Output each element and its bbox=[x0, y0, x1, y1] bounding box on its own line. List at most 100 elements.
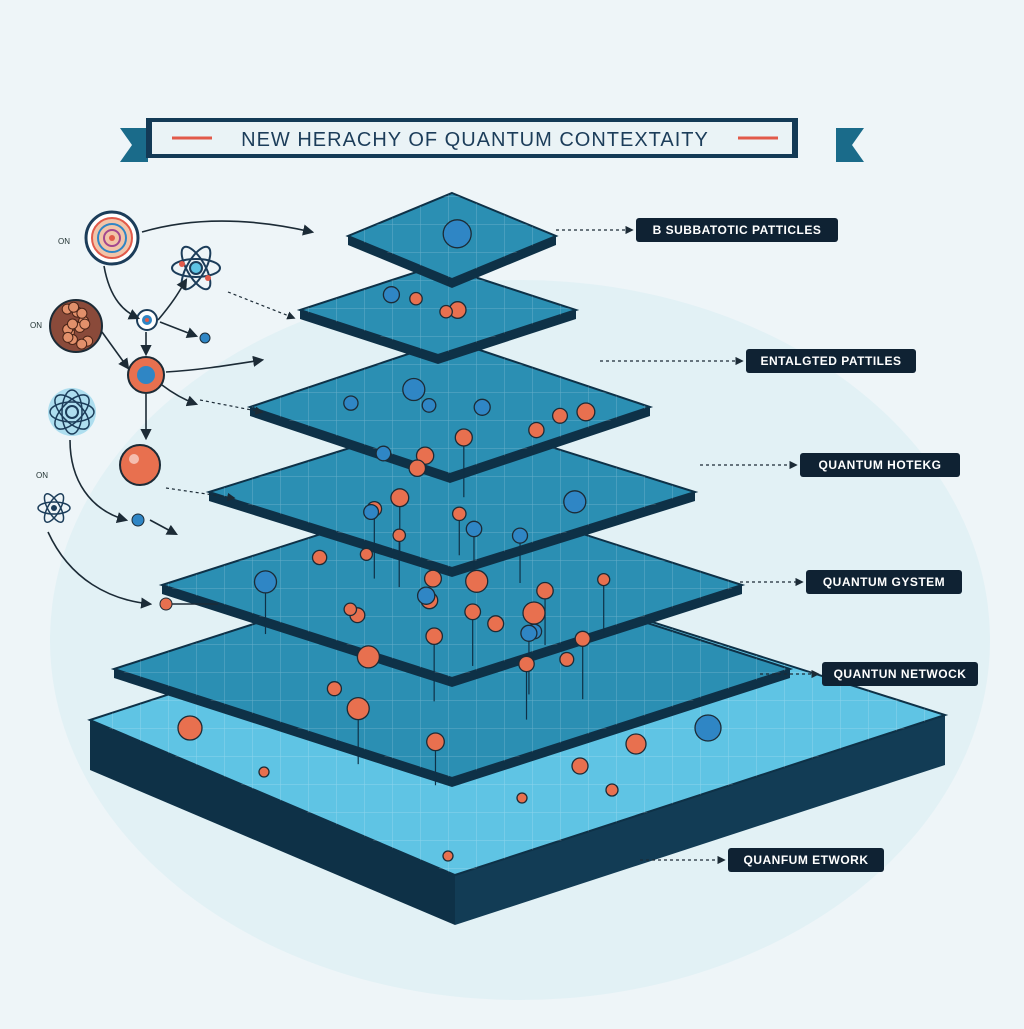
particle bbox=[465, 569, 489, 593]
large-particle-icon bbox=[119, 444, 161, 486]
dashed-pointer bbox=[199, 399, 264, 415]
particle bbox=[465, 520, 483, 538]
layer-label-text: QUANTUM GYSTEM bbox=[823, 575, 945, 589]
flow-arrow bbox=[103, 265, 141, 320]
layer-plate-grid bbox=[209, 416, 695, 568]
particle bbox=[520, 624, 538, 642]
particle bbox=[326, 681, 343, 697]
particle bbox=[343, 395, 359, 411]
particle bbox=[408, 459, 427, 478]
particle bbox=[382, 286, 401, 304]
banner-inner bbox=[152, 122, 792, 154]
small-dot-icon bbox=[131, 513, 145, 527]
particle bbox=[346, 696, 370, 721]
layer-label-text: B SUBBATOTIC PATTICLES bbox=[653, 223, 822, 237]
layer-label-text: QUANTUN NETWOCK bbox=[834, 667, 967, 681]
title-banner: NEW HERACHY OF QUANTUM CONTEXTAITY bbox=[120, 118, 864, 162]
particle bbox=[439, 304, 453, 319]
layer-label-text: ENTALGTED PATTILES bbox=[761, 354, 902, 368]
left-side-illustrations: ON ON ON bbox=[30, 210, 315, 611]
side-mark: ON bbox=[58, 237, 70, 246]
particle bbox=[522, 601, 546, 625]
layer-plate-grid bbox=[250, 340, 650, 474]
particle bbox=[511, 527, 529, 544]
particle bbox=[487, 615, 505, 633]
particle bbox=[563, 490, 587, 514]
layer-label-box bbox=[800, 453, 960, 477]
layer-labels: B SUBBATOTIC PATTICLES ENTALGTED PATTILES… bbox=[556, 218, 978, 872]
layer-label-box bbox=[746, 349, 916, 373]
dashed-pointer bbox=[227, 291, 296, 320]
small-dot-icon bbox=[199, 332, 211, 344]
particle bbox=[253, 570, 278, 594]
diagram-title: NEW HERACHY OF QUANTUM CONTEXTAITY bbox=[241, 129, 709, 151]
particle bbox=[516, 792, 528, 804]
particle bbox=[421, 397, 437, 413]
layer-plate bbox=[158, 490, 746, 687]
atom-icon bbox=[171, 245, 221, 291]
particle bbox=[402, 377, 426, 402]
particle bbox=[356, 645, 381, 669]
layer-stack bbox=[110, 191, 794, 787]
particle bbox=[571, 757, 589, 775]
particle bbox=[551, 407, 569, 424]
layer-label-box bbox=[728, 848, 884, 872]
base-slab-left-face bbox=[90, 720, 455, 925]
base-slab-right-face bbox=[455, 715, 945, 925]
particle bbox=[454, 428, 473, 447]
particle bbox=[473, 398, 491, 416]
layer-plate-edge bbox=[348, 236, 556, 288]
flow-arrow bbox=[47, 531, 153, 609]
layer-plate-grid bbox=[300, 265, 576, 355]
particle bbox=[409, 291, 423, 306]
flow-arrow bbox=[157, 278, 188, 321]
particle bbox=[363, 503, 380, 521]
particle bbox=[597, 572, 611, 587]
layer-label-box bbox=[806, 570, 962, 594]
layer-plate bbox=[246, 338, 654, 483]
particle bbox=[311, 549, 328, 566]
particle bbox=[258, 766, 270, 778]
flower-orbital-icon bbox=[48, 388, 96, 436]
layer-label-box bbox=[822, 662, 978, 686]
layer-label-text: QUANTUM HOTEKG bbox=[819, 458, 942, 472]
particle bbox=[518, 655, 535, 673]
flow-arrow bbox=[165, 355, 265, 373]
particle bbox=[694, 714, 722, 742]
particle bbox=[390, 488, 410, 508]
particle bbox=[375, 445, 392, 462]
particle bbox=[177, 715, 203, 741]
flow-arrow bbox=[101, 331, 130, 370]
layer-plate-edge bbox=[300, 310, 576, 364]
center-particle-icon bbox=[127, 356, 165, 394]
layer-label-box bbox=[636, 218, 838, 242]
flow-arrow bbox=[69, 439, 129, 523]
particle bbox=[442, 850, 454, 862]
side-mark: ON bbox=[30, 321, 42, 330]
nucleus-small-icon bbox=[136, 309, 158, 331]
particle bbox=[423, 569, 443, 588]
layer-plate bbox=[296, 263, 580, 364]
layer-label-text: QUANFUM ETWORK bbox=[744, 853, 869, 867]
banner-left-tail bbox=[120, 128, 148, 162]
particle bbox=[416, 586, 436, 605]
molecule-cluster-icon bbox=[49, 299, 103, 353]
particle-field bbox=[177, 219, 722, 862]
layer-plate bbox=[205, 414, 699, 577]
small-atom-icon bbox=[37, 493, 71, 523]
flow-arrow bbox=[161, 384, 199, 407]
particle bbox=[392, 528, 407, 543]
particle bbox=[625, 733, 647, 755]
particle bbox=[425, 627, 444, 646]
particle bbox=[574, 630, 591, 647]
banner-right-tail bbox=[836, 128, 864, 162]
flow-arrow bbox=[141, 220, 315, 236]
layer-plate-grid bbox=[162, 492, 742, 678]
side-mark: ON bbox=[36, 471, 48, 480]
particle bbox=[451, 506, 467, 522]
particle bbox=[536, 581, 554, 600]
particle bbox=[605, 783, 619, 797]
particle bbox=[528, 421, 545, 439]
flow-arrow bbox=[149, 519, 178, 536]
